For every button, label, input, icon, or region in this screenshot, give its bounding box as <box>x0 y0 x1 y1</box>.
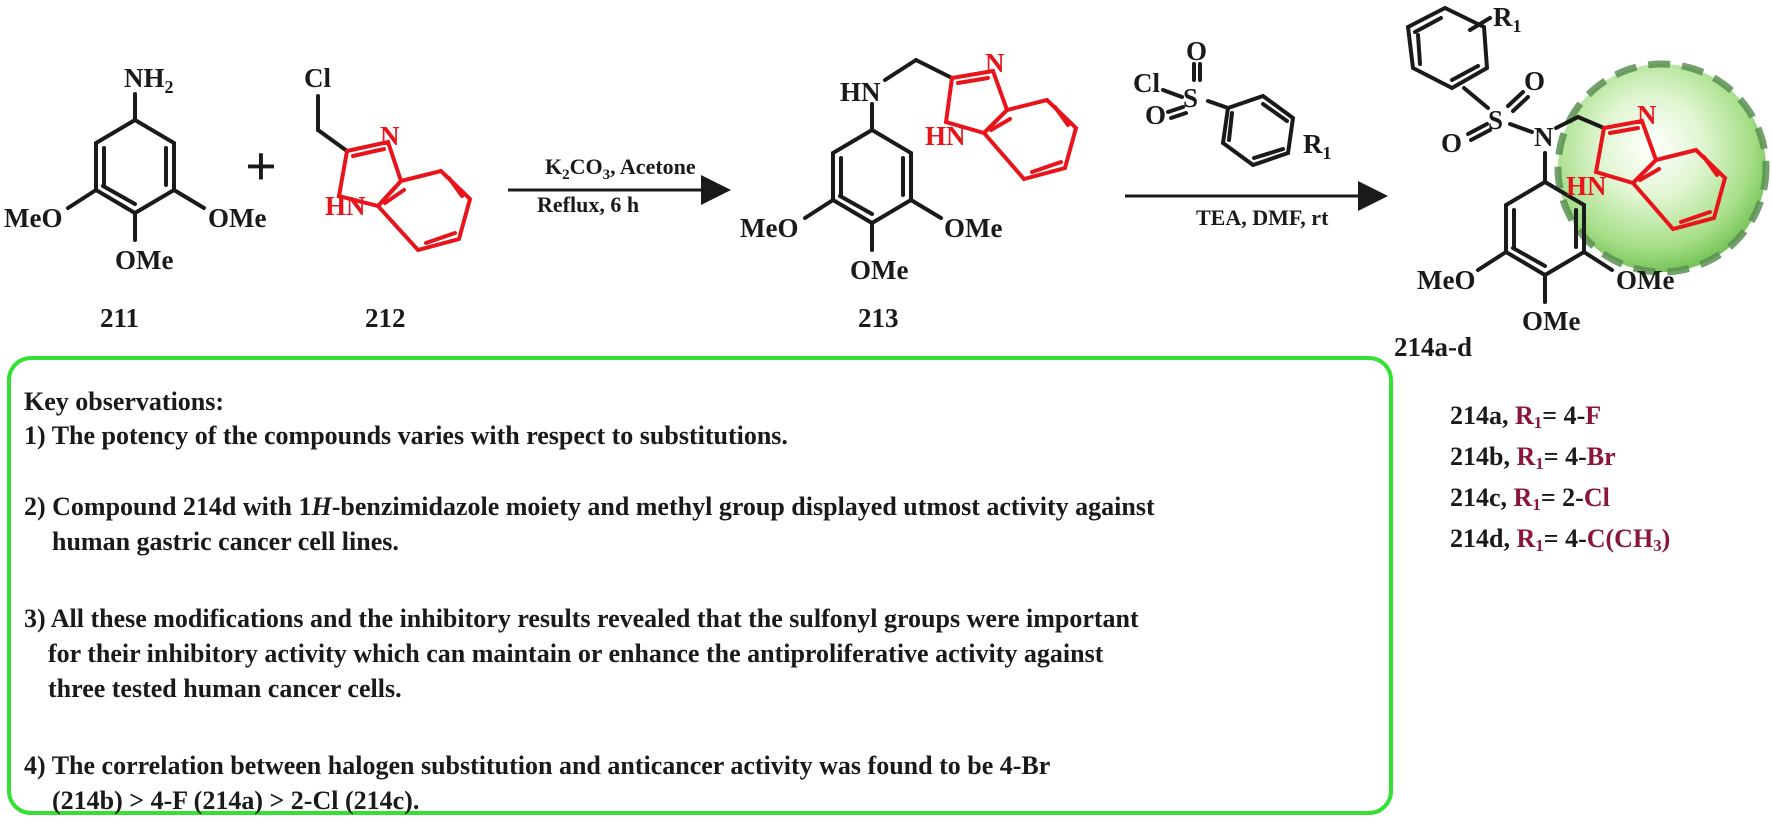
product-oxo-left-label: O <box>1441 128 1462 158</box>
observation-4-line-2: (214b) > 4-F (214a) > 2-Cl (214c). <box>52 786 420 815</box>
methoxy-right-label: OMe <box>944 213 1002 243</box>
product-sulfur-label: S <box>1488 105 1503 135</box>
observation-2-line-1: 2) Compound 214d with 1H-benzimidazole m… <box>24 492 1155 521</box>
plus-sign: + <box>245 136 277 198</box>
variant-214a: 214a, R1= 4-F <box>1450 401 1602 432</box>
methoxy-left-label: MeO <box>4 203 62 233</box>
compound-213: HN N HN MeO OMe OMe 213 <box>740 48 1079 333</box>
key-observations-box <box>7 356 1393 815</box>
highlight-sphere <box>1554 60 1770 276</box>
chloro-label: Cl <box>304 63 331 93</box>
observation-3-line-2: for their inhibitory activity which can … <box>48 639 1104 668</box>
product-oxo-right-label: O <box>1524 66 1545 96</box>
observation-2-line-2: human gastric cancer cell lines. <box>52 527 399 556</box>
imine-n-label: N <box>1637 100 1657 130</box>
observation-3-line-1: 3) All these modifications and the inhib… <box>24 604 1139 633</box>
amine-nh-label: HN <box>840 77 881 107</box>
compound-211: NH2 MeO OMe OMe 211 <box>4 63 266 333</box>
reagent-chloro-label: Cl <box>1133 68 1160 98</box>
compound-212: Cl N HN 212 <box>304 63 473 333</box>
methoxy-right-label: OMe <box>1616 265 1674 295</box>
reagent-oxo-left-label: O <box>1145 100 1166 130</box>
amine-label: NH2 <box>124 63 174 97</box>
imine-n-label: N <box>985 48 1005 78</box>
compound-number-213: 213 <box>858 303 899 333</box>
sulfonyl-chloride-reagent: Cl S O O R1 <box>1133 36 1332 168</box>
step2-conditions: TEA, DMF, rt <box>1196 205 1329 230</box>
methoxy-bottom-label: OMe <box>850 255 908 285</box>
step1-conditions: Reflux, 6 h <box>537 192 639 217</box>
compound-214: R1 S O O N MeO OMe OMe N HN 214a-d <box>1394 2 1770 362</box>
methoxy-bottom-label: OMe <box>1522 306 1580 336</box>
compound-number-214: 214a-d <box>1394 332 1472 362</box>
reagent-oxo-top-label: O <box>1186 36 1207 66</box>
sulfonamide-n-label: N <box>1534 122 1554 152</box>
reagent-sulfur-label: S <box>1183 83 1198 113</box>
imidazole-nh-label: HN <box>925 121 966 151</box>
observation-4-line-1: 4) The correlation between halogen subst… <box>24 751 1051 780</box>
variant-214c: 214c, R1= 2-Cl <box>1450 483 1610 514</box>
methoxy-bottom-label: OMe <box>115 245 173 275</box>
methoxy-right-label: OMe <box>208 203 266 233</box>
imine-n-label: N <box>380 121 400 151</box>
imidazole-nh-label: HN <box>1566 171 1607 201</box>
product-r1-label: R1 <box>1493 2 1522 36</box>
variant-214b: 214b, R1= 4-Br <box>1450 442 1616 473</box>
methoxy-left-label: MeO <box>1417 265 1475 295</box>
variant-214d: 214d, R1= 4-C(CH3) <box>1450 524 1671 555</box>
compound-number-211: 211 <box>100 303 139 333</box>
reagent-r1-label: R1 <box>1303 129 1332 163</box>
observation-1: 1) The potency of the compounds varies w… <box>24 421 788 450</box>
methoxy-left-label: MeO <box>740 213 798 243</box>
observations-title: Key observations: <box>24 387 225 416</box>
compound-number-212: 212 <box>365 303 406 333</box>
imidazole-nh-label: HN <box>325 191 366 221</box>
step1-reagents: K2CO3, Acetone <box>545 154 696 183</box>
observation-3-line-3: three tested human cancer cells. <box>48 674 402 703</box>
